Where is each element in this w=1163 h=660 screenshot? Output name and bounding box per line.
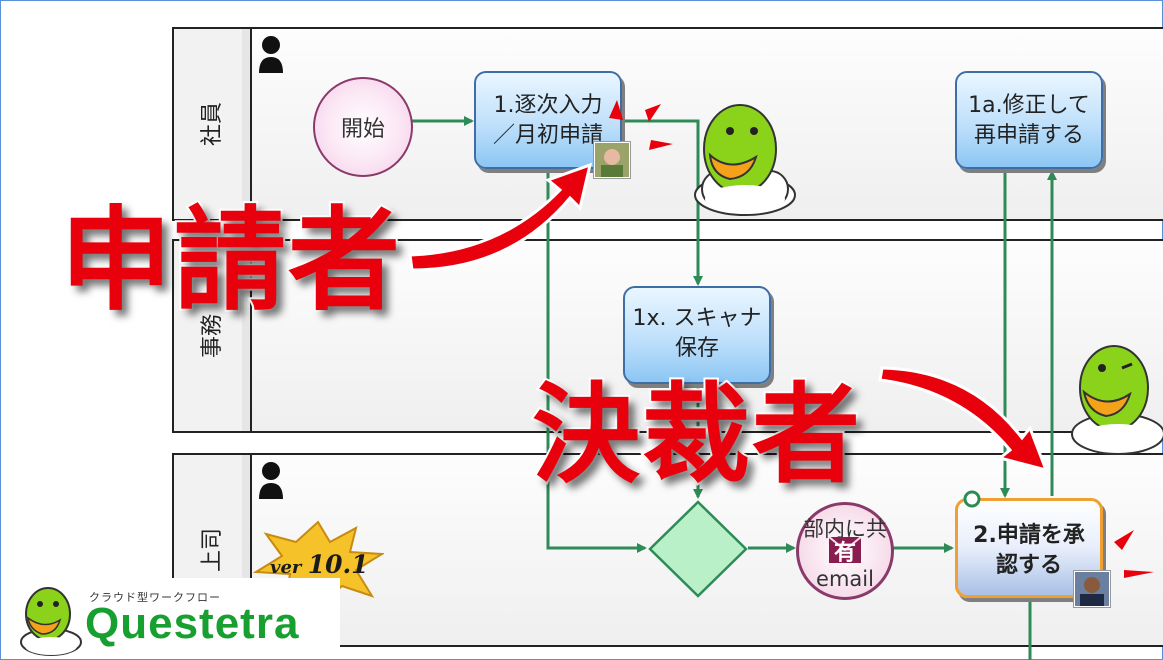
start-event[interactable]: 開始 <box>313 77 413 177</box>
task-label-line2: 保存 <box>674 336 719 361</box>
email-event[interactable]: 部内に共 有 email <box>796 502 894 600</box>
person-icon <box>259 462 283 499</box>
task-label-line2: 再申請する <box>973 123 1084 148</box>
gateway-diamond[interactable] <box>648 500 748 598</box>
logo-mascot-icon <box>20 587 82 656</box>
version-badge: ver 10.1 <box>270 550 369 579</box>
task-label-line1: 1x. スキャナ <box>632 306 762 331</box>
task-1a-fix-reapply[interactable]: 1a.修正して 再申請する <box>955 71 1103 169</box>
task-1x-scan-save[interactable]: 1x. スキャナ 保存 <box>623 286 771 384</box>
logo-name: Questetra <box>85 599 300 648</box>
flow-task1-to-gateway <box>546 172 647 553</box>
email-event-label-bottom: email <box>816 567 874 591</box>
version-prefix: ver <box>270 557 302 578</box>
envelope-icon <box>829 537 861 563</box>
red-arrow <box>878 366 1049 473</box>
avatar <box>1074 571 1110 607</box>
task-2-approve[interactable]: 2.申請を承 認する <box>955 498 1103 598</box>
applicant-label: 申請者 <box>58 194 402 328</box>
star-burst <box>252 520 384 602</box>
lane-header: 事務 <box>174 241 252 431</box>
timer-dot-icon <box>963 490 981 508</box>
mascot-bird <box>694 104 796 216</box>
flow-task1-to-task1x <box>622 119 703 286</box>
task-label-line1: 2.申請を承 <box>973 523 1085 548</box>
task-label-line1: 1.逐次入力 <box>493 93 603 118</box>
red-arrow <box>408 162 593 272</box>
logo-tagline: クラウド型ワークフロー <box>89 591 221 604</box>
approver-label: 決裁者 <box>530 371 863 500</box>
attention-marks-icon <box>1114 530 1154 578</box>
avatar <box>594 142 630 178</box>
start-label: 開始 <box>340 117 385 142</box>
task-label-line2: 認する <box>995 553 1062 578</box>
task-label-line2: ／月初申請 <box>492 123 603 148</box>
envelope-char: 有 <box>833 541 856 566</box>
lane-header: 社員 <box>174 29 252 219</box>
task-label-line1: 1a.修正して <box>968 93 1090 118</box>
attention-marks-icon <box>609 100 673 150</box>
version-number: 10.1 <box>307 550 369 579</box>
mascot-bird <box>1071 345 1163 455</box>
person-icon <box>259 36 283 73</box>
